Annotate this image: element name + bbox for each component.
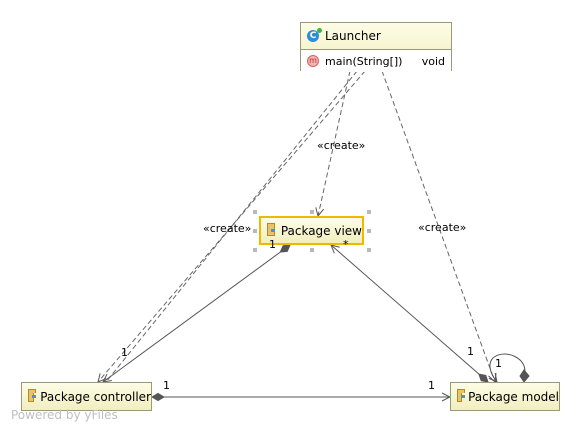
package-icon [457, 388, 466, 402]
selection-handle-left[interactable] [253, 229, 257, 233]
edge-view-controller[interactable] [103, 245, 290, 382]
edge-label-create-controller: «create» [203, 222, 252, 235]
edge-launcher-to-view[interactable] [318, 70, 351, 216]
edge-label-create-view: «create» [317, 139, 366, 152]
member-type: void [421, 54, 445, 68]
package-model-node[interactable]: Package model [450, 382, 560, 411]
class-icon: C [307, 28, 322, 42]
method-icon: m [307, 55, 319, 67]
package-controller-label: Package controller [40, 389, 151, 404]
edge-launcher-to-controller-secondary[interactable] [105, 70, 358, 383]
package-icon [267, 222, 275, 236]
multiplicity-view-controller-view-end: 1 [269, 238, 276, 251]
edge-label-create-model: «create» [418, 221, 467, 234]
edge-model-view[interactable] [331, 245, 488, 382]
package-view-node[interactable]: Package view [259, 216, 364, 245]
edge-launcher-to-controller[interactable] [98, 70, 366, 382]
multiplicity-controller-model-controller-end: 1 [163, 379, 170, 392]
selection-handle-right[interactable] [367, 229, 371, 233]
selection-handle-bottom[interactable] [310, 248, 314, 252]
selection-handle-bottom-right[interactable] [367, 248, 371, 252]
selection-handle-bottom-left[interactable] [253, 248, 257, 252]
package-model-label: Package model [468, 389, 559, 404]
selection-handle-top-right[interactable] [367, 210, 371, 214]
edge-model-self-diamond [519, 369, 530, 383]
multiplicity-model-self: 1 [495, 357, 502, 370]
launcher-title-row: C Launcher [301, 23, 451, 50]
package-controller-node[interactable]: Package controller [21, 382, 152, 411]
package-view-label: Package view [280, 223, 362, 238]
package-icon [28, 388, 37, 402]
multiplicity-view-model-model-end: 1 [467, 345, 474, 358]
launcher-class-node[interactable]: C Launcher m main(String[]) void [300, 22, 452, 72]
member-name: main(String[]) [325, 54, 403, 68]
edge-model-self[interactable] [490, 353, 526, 382]
multiplicity-view-controller-controller-end: 1 [121, 346, 128, 359]
selection-handle-top-left[interactable] [253, 210, 257, 214]
multiplicity-view-model-view-end: * [343, 238, 349, 251]
launcher-member-row[interactable]: m main(String[]) void [301, 50, 451, 72]
multiplicity-controller-model-model-end: 1 [428, 379, 435, 392]
launcher-title: Launcher [325, 29, 381, 43]
selection-handle-top[interactable] [310, 210, 314, 214]
watermark: Powered by yFiles [11, 408, 118, 422]
